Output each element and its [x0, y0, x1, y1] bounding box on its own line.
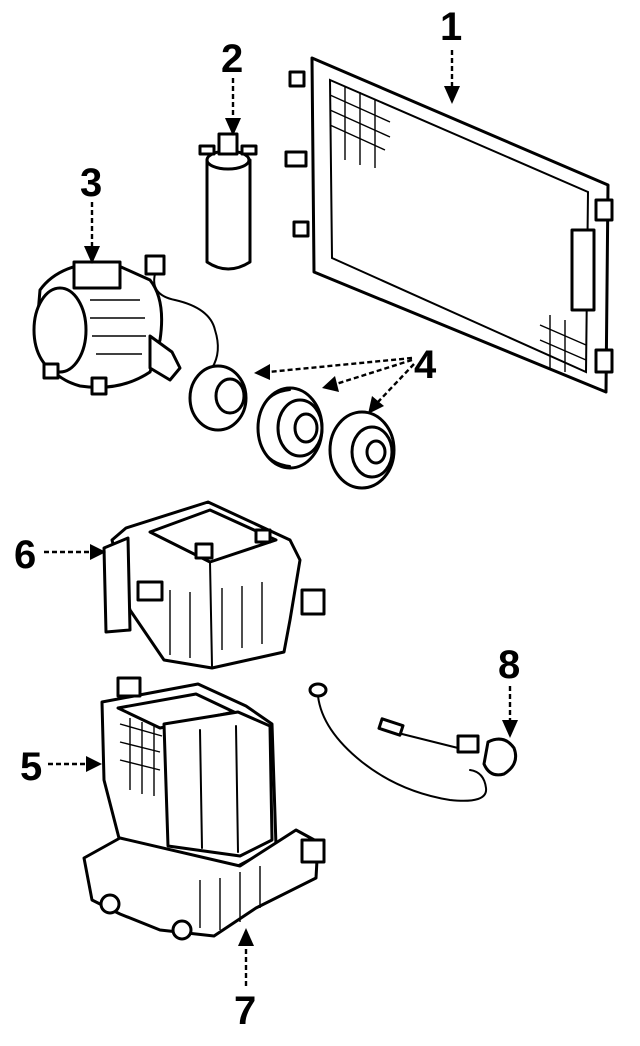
- leader-5: [48, 756, 102, 772]
- callout-2: 2: [221, 37, 243, 81]
- clutch-hub-part[interactable]: [328, 410, 396, 490]
- callout-8: 8: [498, 643, 520, 687]
- upper-case-part[interactable]: [102, 500, 326, 670]
- leader-6: [44, 544, 106, 560]
- clutch-coil-part[interactable]: [188, 364, 248, 432]
- callout-1: 1: [440, 5, 462, 49]
- evaporator-part[interactable]: [100, 676, 278, 868]
- clutch-wire: [144, 254, 219, 369]
- callout-6: 6: [14, 533, 36, 577]
- clutch-pulley-part[interactable]: [256, 386, 324, 470]
- lower-case-part[interactable]: [82, 828, 326, 941]
- thermistor-part[interactable]: [308, 682, 518, 802]
- leader-2: [225, 78, 241, 136]
- leader-1: [444, 50, 460, 104]
- receiver-drier-part[interactable]: [198, 132, 258, 271]
- leader-7: [238, 928, 254, 986]
- compressor-part[interactable]: [32, 260, 182, 396]
- callout-7: 7: [234, 989, 256, 1033]
- condenser-part[interactable]: [284, 56, 614, 394]
- callout-3: 3: [80, 161, 102, 205]
- leader-3: [84, 202, 100, 264]
- callout-4: 4: [414, 343, 437, 387]
- leader-8: [502, 686, 518, 738]
- leader-4: [254, 356, 415, 414]
- callout-5: 5: [20, 745, 42, 789]
